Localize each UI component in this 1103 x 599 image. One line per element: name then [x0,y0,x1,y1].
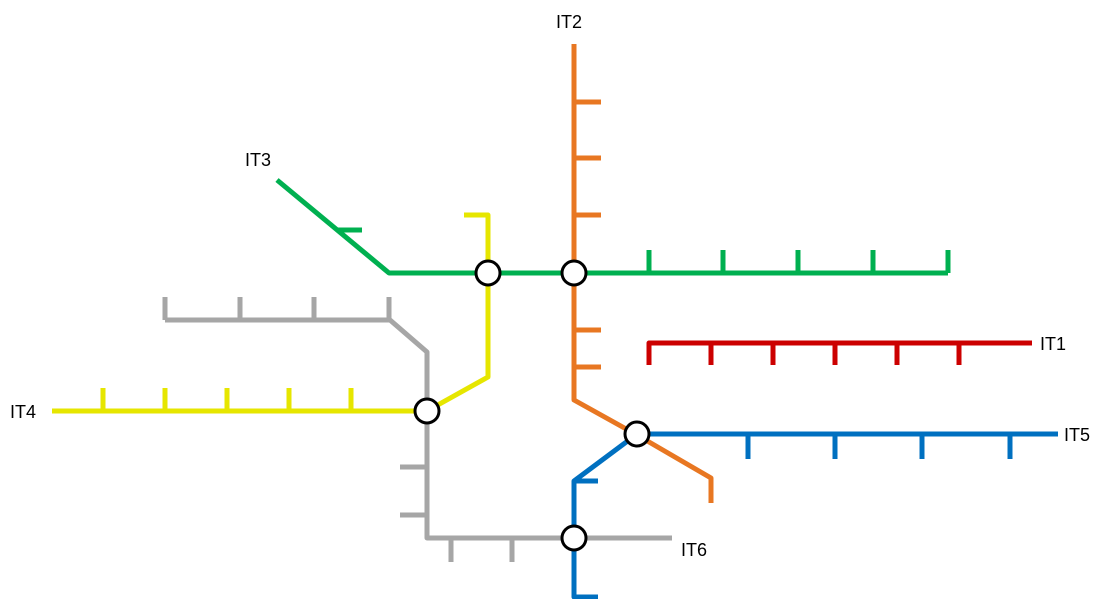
line-it6-route [165,317,672,541]
line-label-it4: IT4 [10,402,36,422]
line-label-it5: IT5 [1064,425,1090,445]
interchange-station [623,420,651,448]
interchange-station [413,397,441,425]
line-label-it2: IT2 [556,12,582,32]
line-it4 [52,212,491,414]
line-it5 [571,431,1058,599]
line-it1-route [646,340,1032,365]
line-it3-route [275,178,948,276]
line-label-it1: IT1 [1040,334,1066,354]
line-it5-route [571,431,1058,599]
line-it1 [646,340,1032,365]
line-label-it3: IT3 [245,150,271,170]
line-it6 [162,297,672,562]
line-it3 [275,178,951,276]
interchange-station [474,259,502,287]
interchanges [413,259,651,552]
line-label-it6: IT6 [681,540,707,560]
line-it4-route [52,212,491,414]
interchange-station [560,524,588,552]
interchange-station [560,259,588,287]
